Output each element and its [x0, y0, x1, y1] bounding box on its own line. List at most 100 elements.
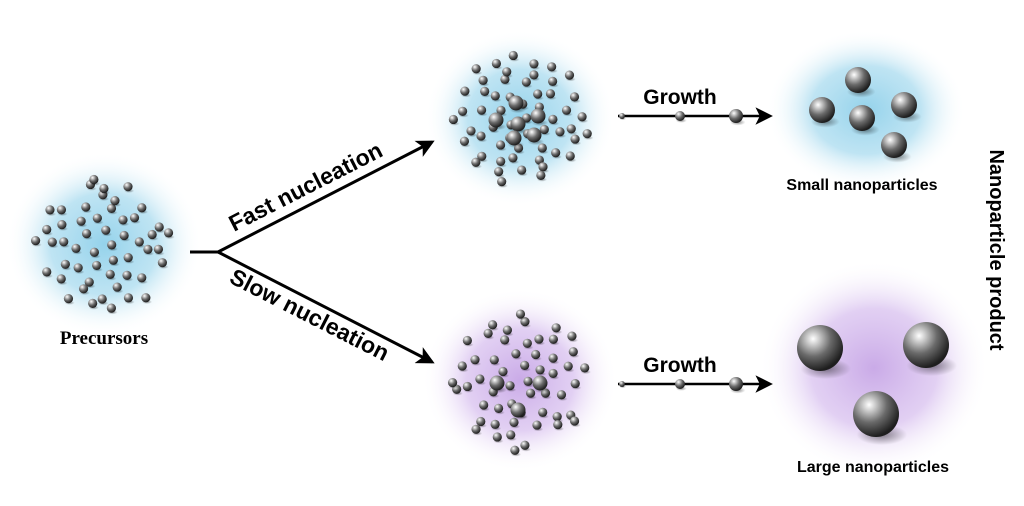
- nucleus-particle: [566, 124, 576, 134]
- precursor-particle: [129, 213, 140, 223]
- nucleus-particle: [480, 86, 490, 96]
- precursor-particle: [81, 202, 91, 212]
- nucleus-particle: [498, 366, 508, 377]
- nucleus-particle: [488, 320, 498, 330]
- precursor-particle: [63, 294, 74, 304]
- nucleus-particle: [494, 167, 504, 177]
- precursor-particle: [97, 294, 107, 304]
- nucleus-particle: [502, 325, 512, 335]
- slow-nucleation-arrow: [217, 250, 435, 364]
- precursor-particle: [153, 244, 164, 254]
- nucleus-particle: [536, 170, 546, 180]
- nucleus-particle: [521, 77, 531, 87]
- nucleus-particle: [537, 143, 547, 153]
- precursor-particle: [99, 183, 109, 194]
- precursor-particle: [47, 237, 57, 247]
- nucleus-large: [530, 108, 546, 124]
- growth-particle: [619, 113, 625, 119]
- precursor-particle: [57, 220, 67, 230]
- nucleus-particle: [555, 127, 565, 137]
- nucleus-particle: [551, 148, 561, 158]
- nucleus-particle: [508, 50, 518, 61]
- nucleus-particle: [490, 419, 500, 429]
- nucleus-particle: [552, 412, 562, 422]
- nucleus-particle: [505, 381, 515, 391]
- small-nanoparticles-label: Small nanoparticles: [786, 177, 937, 194]
- precursor-particle: [112, 282, 122, 292]
- fast-nucleation-label: Fast nucleation: [224, 137, 386, 237]
- precursor-particle: [73, 263, 83, 273]
- precursor-particle: [81, 229, 92, 239]
- nucleus-particle: [564, 70, 575, 80]
- precursor-particles: [31, 174, 175, 315]
- large-product-glow: [759, 260, 989, 476]
- precursor-particle: [137, 203, 147, 213]
- nucleus-large: [510, 116, 526, 132]
- nucleus-particle: [534, 334, 544, 344]
- nucleus-particle: [491, 58, 501, 69]
- large-nanoparticles: [797, 322, 958, 446]
- slow-nucleation-label: Slow nucleation: [226, 263, 394, 366]
- nucleus-particle: [563, 361, 573, 371]
- precursor-particle: [71, 243, 81, 253]
- nucleus-particle: [548, 353, 558, 363]
- nucleus-particle: [477, 151, 487, 161]
- nucleus-particle: [568, 347, 578, 357]
- nucleus-particle: [511, 349, 521, 359]
- nucleus-particle: [570, 378, 580, 389]
- nucleus-particle: [478, 75, 488, 85]
- nucleus-particle: [462, 335, 472, 346]
- nucleus-particle: [448, 114, 458, 125]
- nucleus-particle: [565, 151, 575, 161]
- nucleus-particle: [462, 381, 472, 392]
- nucleus-particle: [529, 59, 539, 69]
- nucleus-particle: [545, 89, 556, 99]
- precursor-particle: [134, 237, 144, 247]
- nucleus-particle: [561, 105, 572, 115]
- nucleus-particle: [515, 309, 526, 319]
- nucleus-particle: [548, 76, 558, 86]
- nucleus-particle: [532, 420, 542, 430]
- nucleus-particle: [490, 91, 500, 101]
- nucleus-particle: [447, 377, 458, 388]
- small-nanoparticle: [809, 97, 835, 123]
- nucleus-large: [508, 95, 524, 111]
- nucleus-particle: [534, 155, 544, 165]
- nucleus-particle: [547, 62, 557, 72]
- nucleus-particle: [570, 134, 580, 144]
- precursor-particle: [45, 205, 55, 215]
- small-nanoparticles: [809, 67, 922, 163]
- nucleus-particle: [457, 361, 467, 371]
- growth-particle: [675, 379, 685, 389]
- large-nanoparticle: [853, 391, 899, 437]
- precursor-particle: [118, 215, 128, 225]
- precursor-particle: [123, 293, 134, 303]
- precursor-particle: [157, 258, 167, 268]
- nucleus-large: [489, 375, 505, 391]
- precursor-particle: [92, 260, 102, 271]
- precursor-particle: [154, 222, 164, 232]
- small-nanoparticle: [849, 105, 875, 131]
- small-nanoparticle: [845, 67, 871, 93]
- growth-particle: [729, 377, 743, 391]
- nucleus-particle: [497, 177, 507, 187]
- growth-label-bottom: Growth: [643, 354, 717, 377]
- nucleus-particle: [548, 368, 558, 379]
- nucleus-particle: [508, 153, 518, 163]
- nucleus-particle: [531, 349, 541, 360]
- side-title: Nanoparticle product: [985, 149, 1007, 350]
- nucleus-particle: [522, 338, 532, 348]
- nucleus-particle: [538, 407, 548, 417]
- nucleus-particle: [533, 89, 543, 99]
- precursor-glow: [6, 152, 202, 336]
- nucleus-particle: [538, 162, 548, 172]
- nucleus-particle: [471, 157, 481, 167]
- precursor-particle: [42, 224, 52, 235]
- growth-label-top: Growth: [643, 86, 717, 109]
- precursor-particle: [89, 174, 99, 185]
- nucleus-particle: [459, 136, 470, 146]
- large-nanoparticle: [903, 322, 949, 368]
- nucleus-particle: [509, 417, 519, 428]
- nucleus-particle: [517, 165, 527, 175]
